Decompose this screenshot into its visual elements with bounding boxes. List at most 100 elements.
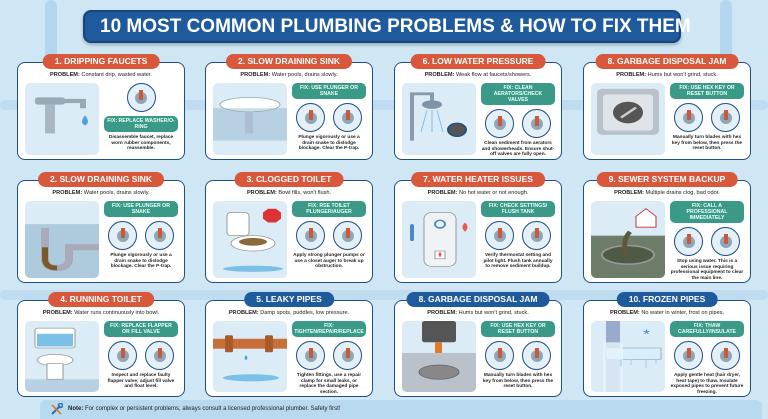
- problem-description: No water in winter, frost on pipes.: [641, 310, 725, 316]
- problem-label: PROBLEM:: [42, 310, 73, 316]
- fix-label: FIX: REPLACE FLAPPER OR FILL VALVE: [104, 321, 178, 337]
- closet-auger-icon: [333, 221, 362, 250]
- frozen-pipe-illustration: *: [591, 321, 665, 392]
- problem-text: PROBLEM: Constant drip, wasted water.: [18, 72, 184, 78]
- card-title: 5. LEAKY PIPES: [244, 292, 334, 307]
- problem-label: PROBLEM:: [427, 310, 458, 316]
- card-title: 4. RUNNING TOILET: [48, 292, 154, 307]
- pipe-insulation-icon: [711, 341, 740, 370]
- wrench-screwdriver-icon: [51, 403, 63, 415]
- problem-description: Hums but won't grind, stuck.: [647, 72, 718, 78]
- plunger-icon: [108, 221, 137, 250]
- fill-valve-icon: [145, 341, 174, 370]
- hex-key-icon: [674, 103, 703, 132]
- fix-description: Manually turn blades with hex key from b…: [482, 373, 554, 390]
- toilet-tank-illustration: [25, 321, 99, 392]
- problem-label: PROBLEM:: [240, 72, 271, 78]
- toilet-plunger-icon: [296, 221, 325, 250]
- reset-button-icon: [711, 103, 740, 132]
- problem-description: Weak flow at faucets/showers.: [455, 72, 532, 78]
- fix-description: Tighten fittings, use a repair clamp for…: [296, 373, 362, 395]
- background-pipe: [45, 0, 57, 70]
- problem-text: PROBLEM: Water pools, drains slowly.: [206, 72, 372, 78]
- problem-text: PROBLEM: No water in winter, frost on pi…: [584, 310, 750, 316]
- fix-description: Manually turn blades with hex key from b…: [671, 135, 743, 152]
- problem-label: PROBLEM:: [246, 190, 277, 196]
- fix-description: Apply strong plunger pumps or use a clos…: [293, 253, 365, 270]
- fix-label: FIX: THAW CAREFULLY/INSULATE: [670, 321, 744, 337]
- disposal-illustration: [591, 83, 665, 155]
- svg-text:*: *: [643, 328, 650, 342]
- fix-description: Clean sediment from aerators and showerh…: [481, 141, 555, 158]
- card-title: 7. WATER HEATER ISSUES: [411, 172, 545, 187]
- phone-plumber-icon: [674, 227, 703, 256]
- card-title: 8. GARBAGE DISPOSAL JAM: [595, 54, 739, 69]
- showerhead-illustration: [402, 83, 476, 155]
- water-heater-illustration: [402, 201, 476, 278]
- sink-illustration: [213, 83, 287, 155]
- help-shield-icon: [711, 227, 740, 256]
- card-title: 6. LOW WATER PRESSURE: [410, 54, 546, 69]
- fix-description: Plunge vigorously or use a drain snake t…: [298, 135, 360, 152]
- aerator-icon: [485, 109, 514, 138]
- problem-label: PROBLEM:: [614, 190, 644, 196]
- p-trap-illustration: [25, 201, 99, 278]
- card-title: 9. SEWER SYSTEM BACKUP: [596, 172, 738, 187]
- problem-description: Hums but won't grind, stuck.: [458, 310, 529, 316]
- washer-icon: [126, 83, 156, 112]
- problem-label: PROBLEM:: [228, 310, 259, 316]
- hex-key-icon: [485, 341, 514, 370]
- problem-text: PROBLEM: Multiple drains clog, bad odor.: [584, 190, 750, 196]
- fix-description: Disassemble faucet, replace worn rubber …: [108, 135, 174, 152]
- wrenches-icon: [296, 341, 325, 370]
- problem-description: Bowl fills, won't flush.: [278, 190, 332, 196]
- pipe-clamp-icon: [333, 341, 362, 370]
- fix-description: Apply gentle heat (hair dryer, heat tape…: [670, 373, 744, 395]
- valve-icon: [522, 109, 551, 138]
- problem-description: Multiple drains clog, bad odor.: [645, 190, 720, 196]
- fix-label: FIX: CALL A PROFESSIONAL IMMEDIATELY: [670, 201, 744, 223]
- card-title: 10. FROZEN PIPES: [616, 292, 718, 307]
- thermostat-dial-icon: [485, 221, 514, 250]
- hose-icon: [522, 221, 551, 250]
- note-text: For complex or persistent problems, alwa…: [85, 406, 341, 412]
- hair-dryer-icon: [674, 341, 703, 370]
- fix-label: FIX: CLEAN AERATORS/CHECK VALVES: [481, 83, 555, 105]
- problem-text: PROBLEM: Weak flow at faucets/showers.: [395, 72, 561, 78]
- drain-snake-icon: [145, 221, 174, 250]
- problem-description: No hot water or not enough.: [459, 190, 529, 196]
- problem-card: 10. FROZEN PIPES PROBLEM: No water in win…: [583, 292, 751, 397]
- plunger-icon: [296, 103, 325, 132]
- drain-snake-icon: [333, 103, 362, 132]
- problem-text: PROBLEM: Water runs continuously into bo…: [18, 310, 184, 316]
- leaky-pipe-illustration: [213, 321, 287, 392]
- background-pipe: [0, 100, 768, 110]
- fix-description: Verify thermostat setting and pilot ligh…: [483, 253, 553, 270]
- problem-text: PROBLEM: No hot water or not enough.: [395, 190, 561, 196]
- problem-text: PROBLEM: Bowl fills, won't flush.: [206, 190, 372, 196]
- problem-card: 4. RUNNING TOILET PROBLEM: Water runs con…: [17, 292, 185, 397]
- page-title: 10 MOST COMMON PLUMBING PROBLEMS & HOW T…: [83, 10, 691, 43]
- problem-description: Water pools, drains slowly.: [271, 72, 338, 78]
- problem-description: Constant drip, wasted water.: [81, 72, 152, 78]
- fix-description: Plunge vigorously or use a drain snake t…: [110, 253, 172, 270]
- background-pipe: [720, 0, 732, 60]
- problem-description: Water pools, drains slowly.: [83, 190, 150, 196]
- problem-card: 6. LOW WATER PRESSURE PROBLEM: Weak flow …: [394, 54, 562, 160]
- problem-card: 9. SEWER SYSTEM BACKUP PROBLEM: Multiple …: [583, 172, 751, 283]
- reset-button-icon: [522, 341, 551, 370]
- problem-label: PROBLEM:: [424, 72, 455, 78]
- problem-label: PROBLEM:: [609, 310, 640, 316]
- problem-text: PROBLEM: Hums but won't grind, stuck.: [584, 72, 750, 78]
- footer-note: Note: For complex or persistent problems…: [40, 400, 762, 419]
- background-pipe: [0, 290, 768, 300]
- disposal-drain-illustration: [402, 321, 476, 392]
- problem-text: PROBLEM: Hums but won't grind, stuck.: [395, 310, 561, 316]
- note-label: Note:: [68, 406, 84, 412]
- problem-card: 7. WATER HEATER ISSUES PROBLEM: No hot wa…: [394, 172, 562, 283]
- faucet-illustration: [25, 83, 99, 155]
